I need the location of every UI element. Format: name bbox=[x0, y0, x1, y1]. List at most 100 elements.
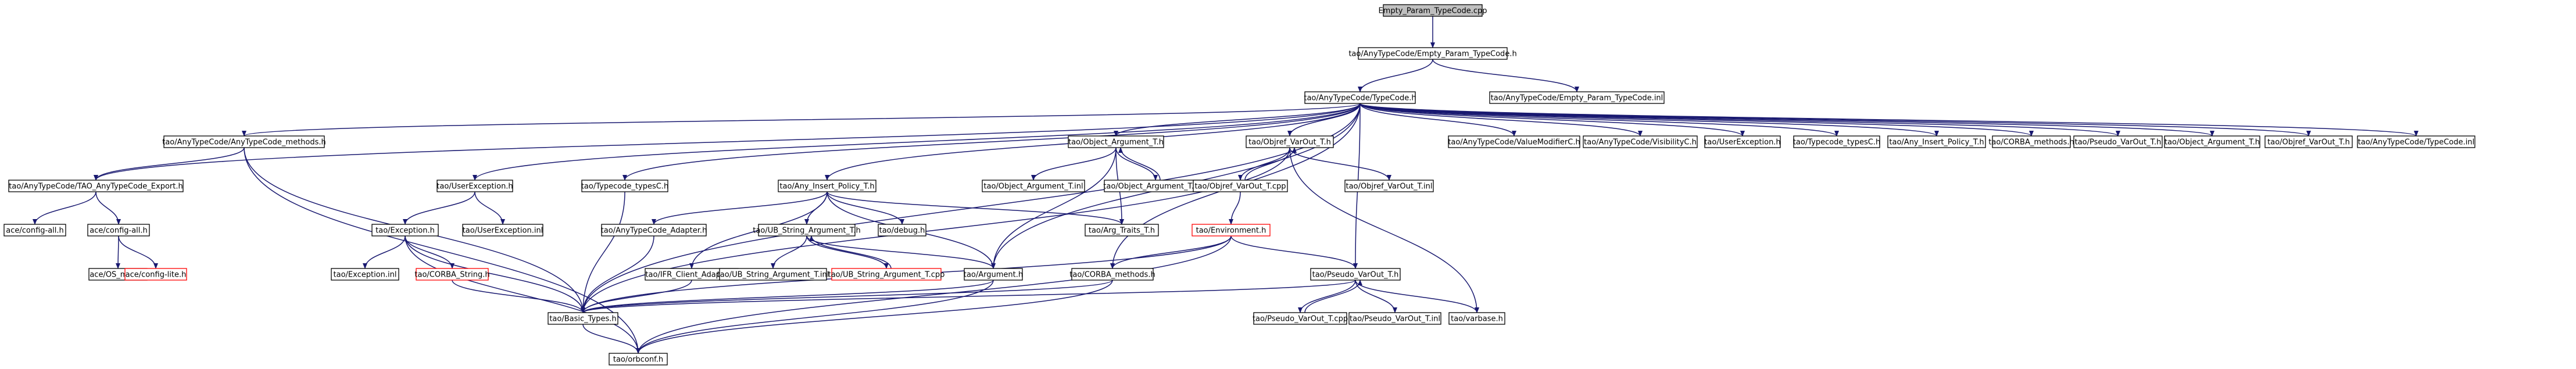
node-oatc[interactable]: tao/Object_Argument_T.cpp bbox=[1103, 180, 1208, 192]
node-box[interactable] bbox=[778, 180, 876, 192]
node-box[interactable] bbox=[758, 224, 856, 237]
node-box[interactable] bbox=[601, 224, 707, 237]
node-uexh[interactable]: tao/UserException.h bbox=[437, 180, 513, 192]
node-tcty[interactable]: tao/Typecode_typesC.h bbox=[581, 180, 668, 192]
node-box[interactable] bbox=[1304, 91, 1416, 104]
node-pvtc[interactable]: tao/Pseudo_VarOut_T.cpp bbox=[1253, 312, 1348, 325]
edge-pvtc-to-pvt bbox=[1304, 280, 1362, 313]
node-debug[interactable]: tao/debug.h bbox=[878, 224, 926, 237]
node-box[interactable] bbox=[1192, 224, 1271, 237]
node-oat[interactable]: tao/Object_Argument_T.h bbox=[1068, 135, 1164, 148]
node-uexinl[interactable]: tao/UserException.inl bbox=[462, 224, 543, 237]
node-root[interactable]: Empty_Param_TypeCode.cpp bbox=[1378, 4, 1487, 17]
node-box[interactable] bbox=[609, 353, 668, 366]
node-tcty2[interactable]: tao/Typecode_typesC.h bbox=[1793, 135, 1880, 148]
node-aip[interactable]: tao/Any_Insert_Policy_T.h bbox=[778, 180, 876, 192]
node-pvti[interactable]: tao/Pseudo_VarOut_T.inl bbox=[1348, 312, 1441, 325]
node-pvt[interactable]: tao/Pseudo_VarOut_T.h bbox=[1310, 268, 1401, 281]
node-box[interactable] bbox=[831, 268, 942, 281]
node-box[interactable] bbox=[1358, 47, 1508, 60]
node-env[interactable]: tao/Environment.h bbox=[1192, 224, 1271, 237]
node-cstr[interactable]: tao/CORBA_String.h bbox=[414, 268, 490, 281]
node-exinl[interactable]: tao/Exception.inl bbox=[331, 268, 399, 281]
node-bth[interactable]: tao/Basic_Types.h bbox=[548, 312, 618, 325]
edge-ovt-to-bth bbox=[581, 147, 1290, 313]
edge-tcm-to-exp bbox=[94, 147, 245, 181]
node-box[interactable] bbox=[1992, 135, 2071, 148]
node-box[interactable] bbox=[719, 268, 827, 281]
node-box[interactable] bbox=[581, 180, 668, 192]
edge-tch-to-vis bbox=[1359, 103, 1643, 137]
node-box[interactable] bbox=[331, 268, 399, 281]
node-box[interactable] bbox=[1704, 135, 1781, 148]
node-ovt[interactable]: tao/Objref_VarOut_T.h bbox=[1246, 135, 1334, 148]
node-aip2[interactable]: tao/Any_Insert_Policy_T.h bbox=[1887, 135, 1986, 148]
node-box[interactable] bbox=[1344, 180, 1434, 192]
node-box[interactable] bbox=[1068, 135, 1164, 148]
node-box[interactable] bbox=[2073, 135, 2163, 148]
node-box[interactable] bbox=[878, 224, 926, 237]
node-vfr[interactable]: tao/IFR_Client_Adapter.h bbox=[645, 268, 739, 281]
node-box[interactable] bbox=[3, 224, 66, 237]
node-orbconf[interactable]: tao/orbconf.h bbox=[609, 353, 668, 366]
node-box[interactable] bbox=[371, 224, 439, 237]
node-box[interactable] bbox=[1887, 135, 1986, 148]
node-box[interactable] bbox=[2357, 135, 2475, 148]
node-exh[interactable]: tao/Exception.h bbox=[371, 224, 439, 237]
node-anyad[interactable]: tao/AnyTypeCode_Adapter.h bbox=[601, 224, 707, 237]
node-tch[interactable]: tao/AnyTypeCode/TypeCode.h bbox=[1304, 91, 1416, 104]
node-box[interactable] bbox=[163, 135, 325, 148]
node-box[interactable] bbox=[1310, 268, 1401, 281]
node-tcinl[interactable]: tao/AnyTypeCode/TypeCode.inl bbox=[2357, 135, 2475, 148]
node-box[interactable] bbox=[982, 180, 1085, 192]
node-atr[interactable]: tao/Arg_Traits_T.h bbox=[1085, 224, 1159, 237]
node-box[interactable] bbox=[87, 224, 150, 237]
node-epi[interactable]: tao/AnyTypeCode/Empty_Param_TypeCode.inl bbox=[1489, 91, 1665, 104]
node-box[interactable] bbox=[2164, 135, 2260, 148]
node-box[interactable] bbox=[1448, 135, 1580, 148]
node-usat[interactable]: tao/UB_String_Argument_T.h bbox=[753, 224, 861, 237]
node-cmeth[interactable]: tao/CORBA_methods.h bbox=[1069, 268, 1155, 281]
node-box[interactable] bbox=[1583, 135, 1698, 148]
node-box[interactable] bbox=[1383, 4, 1483, 17]
node-eph[interactable]: tao/AnyTypeCode/Empty_Param_TypeCode.h bbox=[1348, 47, 1517, 60]
node-argh[interactable]: tao/Argument.h bbox=[964, 268, 1023, 281]
node-vm[interactable]: tao/AnyTypeCode/ValueModifierC.h bbox=[1448, 135, 1580, 148]
node-ovt2[interactable]: tao/Objref_VarOut_T.h bbox=[2264, 135, 2353, 148]
node-usatc[interactable]: tao/UB_String_Argument_T.cpp bbox=[828, 268, 945, 281]
node-box[interactable] bbox=[1253, 312, 1347, 325]
node-cmeth2[interactable]: tao/CORBA_methods.h bbox=[1988, 135, 2074, 148]
node-ovtc[interactable]: tao/Objref_VarOut_T.cpp bbox=[1193, 180, 1288, 192]
node-label: tao/Exception.inl bbox=[334, 271, 397, 280]
node-box[interactable] bbox=[124, 268, 187, 281]
node-box[interactable] bbox=[2264, 135, 2353, 148]
node-uex2[interactable]: tao/UserException.h bbox=[1704, 135, 1781, 148]
node-box[interactable] bbox=[1246, 135, 1334, 148]
node-box[interactable] bbox=[416, 268, 489, 281]
node-box[interactable] bbox=[1489, 91, 1665, 104]
node-tcm[interactable]: tao/AnyTypeCode/AnyTypeCode_methods.h bbox=[162, 135, 326, 148]
node-usati[interactable]: tao/UB_String_Argument_T.inl bbox=[717, 268, 829, 281]
node-acecfgall_l[interactable]: ace/config-all.h bbox=[3, 224, 66, 237]
node-box[interactable] bbox=[1348, 312, 1441, 325]
node-exp[interactable]: tao/AnyTypeCode/TAO_AnyTypeCode_Export.h bbox=[8, 180, 184, 192]
node-box[interactable] bbox=[8, 180, 184, 192]
node-box[interactable] bbox=[462, 224, 543, 237]
node-acecfgall[interactable]: ace/config-all.h bbox=[87, 224, 150, 237]
node-cfglite[interactable]: ace/config-lite.h bbox=[124, 268, 187, 281]
node-ovti[interactable]: tao/Objref_VarOut_T.inl bbox=[1344, 180, 1434, 192]
edge-env-to-pvt bbox=[1230, 235, 1358, 269]
node-box[interactable] bbox=[1193, 180, 1288, 192]
node-box[interactable] bbox=[1071, 268, 1154, 281]
node-box[interactable] bbox=[1448, 312, 1505, 325]
node-box[interactable] bbox=[1793, 135, 1880, 148]
node-vis[interactable]: tao/AnyTypeCode/VisibilityC.h bbox=[1583, 135, 1698, 148]
node-oat2[interactable]: tao/Object_Argument_T.h bbox=[2164, 135, 2260, 148]
node-box[interactable] bbox=[1085, 224, 1159, 237]
node-varbase[interactable]: tao/varbase.h bbox=[1448, 312, 1505, 325]
node-box[interactable] bbox=[548, 312, 618, 325]
node-box[interactable] bbox=[964, 268, 1023, 281]
node-oati[interactable]: tao/Object_Argument_T.inl bbox=[982, 180, 1085, 192]
node-box[interactable] bbox=[437, 180, 513, 192]
node-pvt2[interactable]: tao/Pseudo_VarOut_T.h bbox=[2073, 135, 2163, 148]
